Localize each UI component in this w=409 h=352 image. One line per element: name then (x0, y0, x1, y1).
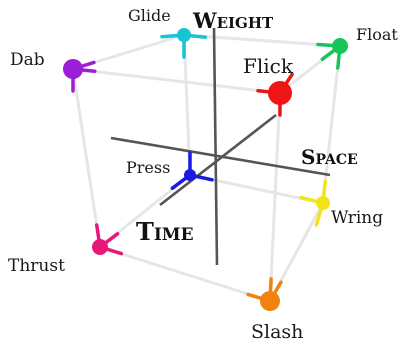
edge-dab-flick (71, 67, 282, 95)
node-flick (268, 81, 292, 105)
node-wring (316, 196, 330, 210)
edge-thrust-dab (71, 67, 102, 249)
node-label-dab: Dab (10, 50, 45, 70)
node-label-glide: Glide (128, 6, 171, 25)
time-axis (159, 113, 277, 207)
node-thrust (92, 239, 108, 255)
edge-float-wring (321, 44, 342, 205)
node-label-slash: Slash (251, 321, 304, 343)
node-glide (177, 28, 191, 42)
weight-axis (212, 27, 219, 266)
node-dab (63, 59, 83, 79)
node-label-thrust: Thrust (8, 256, 65, 276)
space-axis-label: Space (301, 145, 358, 169)
node-label-float: Float (356, 25, 398, 44)
edge-slash-thrust (98, 245, 272, 303)
edge-flick-slash (268, 91, 282, 303)
node-label-wring: Wring (331, 208, 384, 228)
axes (110, 27, 331, 266)
node-float (332, 38, 348, 54)
weight-axis-label: Weight (193, 8, 274, 33)
node-label-flick: Flick (243, 54, 293, 78)
node-press (184, 169, 196, 181)
edge-glide-float (182, 33, 342, 48)
time-axis-label: Time (136, 217, 194, 246)
node-slash (260, 291, 280, 311)
node-label-press: Press (126, 158, 171, 177)
node-markers (63, 28, 348, 311)
